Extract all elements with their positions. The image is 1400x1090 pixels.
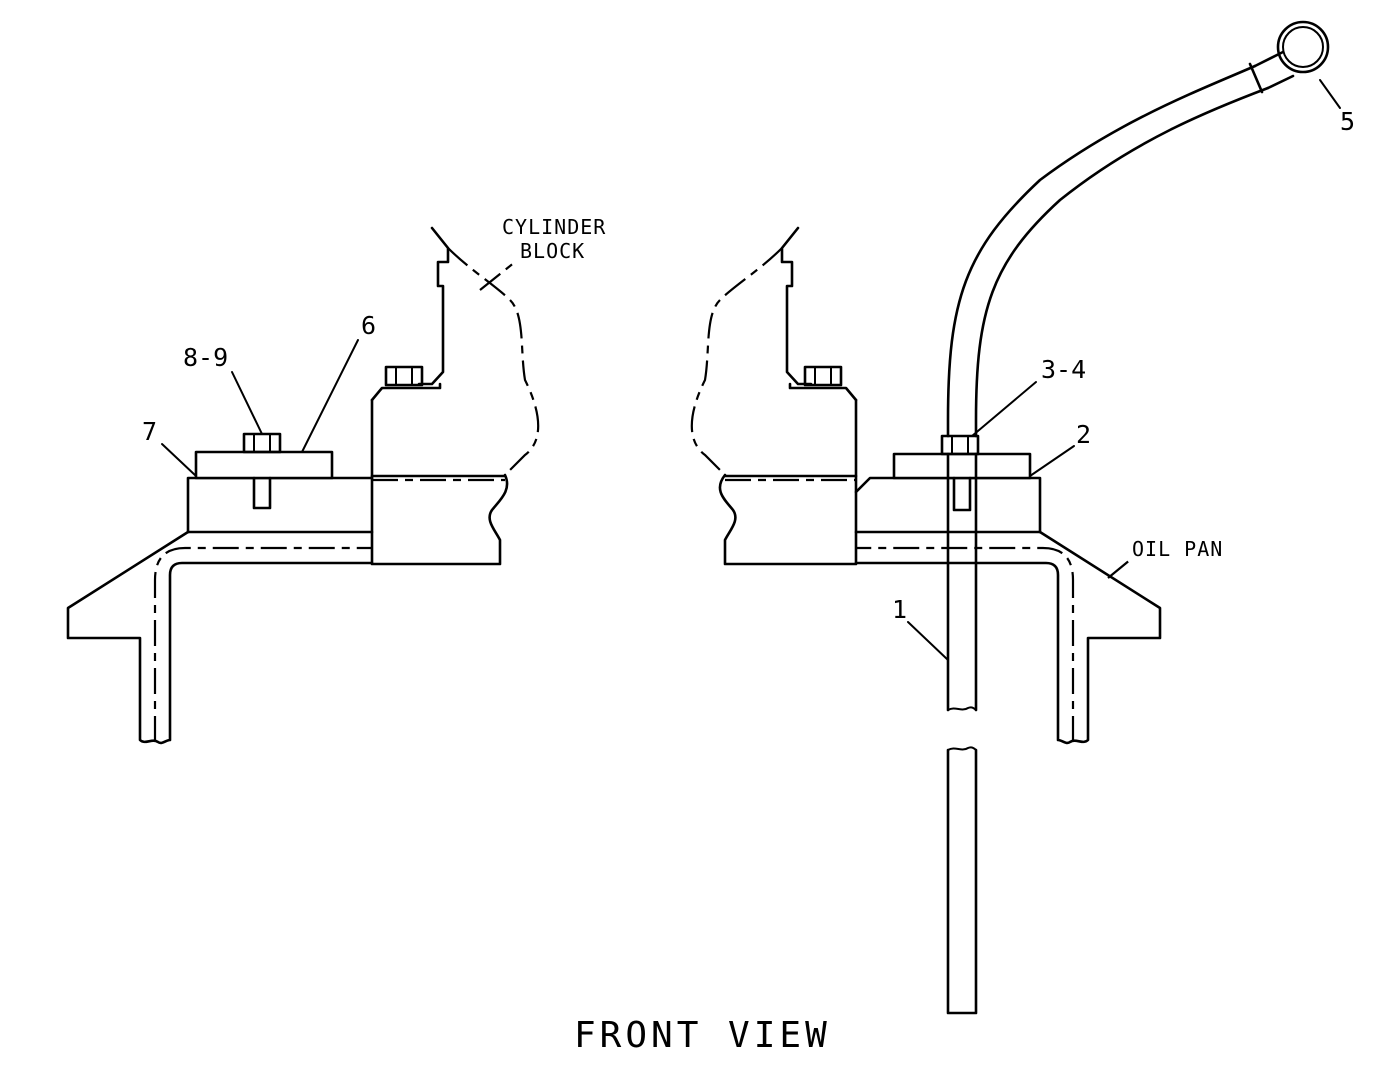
- right-bolt-head: [940, 434, 980, 456]
- dipstick-break-bottom: [947, 746, 977, 751]
- left-block-body: [370, 398, 509, 566]
- figure-title: FRONT VIEW: [574, 1015, 831, 1056]
- dipstick-break-top: [947, 706, 977, 711]
- left-cylinder-block-fracture: [447, 247, 540, 476]
- right-stud: [952, 476, 972, 512]
- dipstick-ring-handle: [1276, 20, 1330, 74]
- dipstick-tube-bottom-section: [946, 748, 978, 1015]
- left-stud: [252, 476, 272, 510]
- callout-1: 1: [892, 595, 907, 624]
- leader-oil-pan: [1107, 559, 1131, 579]
- callout-5: 5: [1340, 107, 1355, 136]
- dipstick-ring-inner: [1282, 26, 1324, 68]
- right-assembly: [690, 20, 1330, 1015]
- callout-7: 7: [142, 417, 157, 446]
- left-block-bolt-head: [384, 365, 424, 387]
- right-cylinder-block-fracture: [690, 247, 783, 476]
- left-block-pad: [370, 382, 442, 402]
- dipstick-sleeve-line: [1248, 62, 1264, 94]
- leader-2: [1029, 445, 1075, 477]
- leader-cylinder-block: [479, 261, 516, 291]
- callout-2: 2: [1076, 420, 1091, 449]
- dipstick-tube-upper-left: [946, 64, 1257, 438]
- right-block-bolt-head: [803, 365, 843, 387]
- callout-3-4: 3-4: [1041, 355, 1086, 384]
- dipstick-sleeve: [1253, 50, 1295, 90]
- left-cylinder-block-solid: [417, 226, 450, 386]
- right-adapter-plate: [892, 452, 1032, 480]
- callout-6: 6: [361, 311, 376, 340]
- dipstick-tube-upper-right: [974, 86, 1270, 438]
- label-oil-pan: OIL PAN: [1132, 537, 1223, 561]
- leader-lines: [161, 79, 1341, 661]
- left-assembly: [66, 226, 540, 745]
- left-pan-flange: [186, 476, 374, 534]
- leader-8-9: [231, 371, 263, 435]
- leader-6: [301, 339, 359, 453]
- labels: 8-9 6 7 3-4 2 5 1 CYLINDER BLOCK OIL PAN…: [142, 107, 1355, 1056]
- left-oil-pan-inner: [153, 546, 372, 742]
- leader-1: [907, 621, 949, 661]
- right-oil-pan-outer: [854, 530, 1162, 745]
- right-block-body: [718, 398, 858, 566]
- left-bolt-head: [242, 432, 282, 454]
- callout-8-9: 8-9: [183, 343, 228, 372]
- left-adapter-plate: [194, 450, 334, 480]
- leader-3-4: [971, 381, 1037, 437]
- label-cylinder-block-line1: CYLINDER: [502, 215, 606, 239]
- label-cylinder-block-line2: BLOCK: [520, 239, 585, 263]
- leader-7: [161, 443, 197, 477]
- right-block-pad: [788, 382, 858, 402]
- right-cylinder-block-solid: [780, 226, 813, 386]
- right-oil-pan-inner: [856, 546, 1075, 742]
- leader-5: [1319, 79, 1341, 109]
- left-oil-pan-outer: [66, 530, 374, 745]
